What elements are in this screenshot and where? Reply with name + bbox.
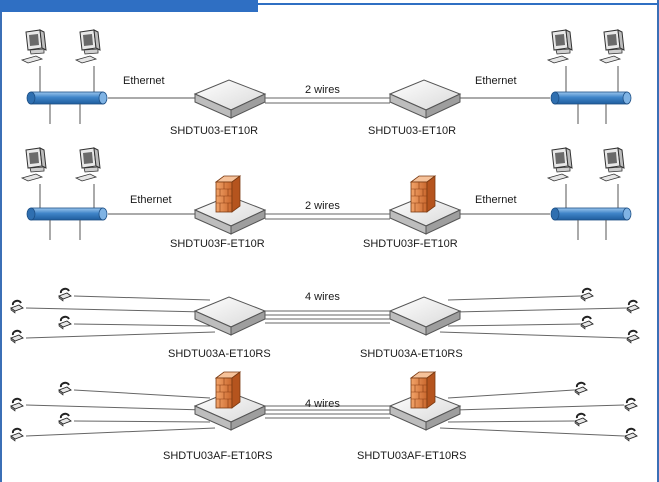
right-device-label: SHDTU03A-ET10RS (360, 348, 463, 360)
computer-icon (599, 147, 625, 182)
left-link-label: Ethernet (130, 194, 172, 206)
middle-link-label: 2 wires (305, 200, 340, 212)
modem-device-icon (194, 79, 266, 119)
title-rule (258, 3, 659, 5)
phone-icon (626, 329, 640, 344)
middle-link-label: 4 wires (305, 398, 340, 410)
modem-device-icon (389, 296, 461, 336)
computer-icon (21, 147, 47, 182)
phone-icon (58, 315, 72, 330)
phone-icon (580, 287, 594, 302)
ethernet-bus-icon (550, 91, 632, 105)
ethernet-bus-icon (550, 207, 632, 221)
left-link-label: Ethernet (123, 75, 165, 87)
computer-icon (547, 147, 573, 182)
computer-icon (599, 29, 625, 64)
modem-device-icon (389, 79, 461, 119)
phone-icon (10, 427, 24, 442)
left-device-label: SHDTU03F-ET10R (170, 238, 265, 250)
ethernet-bus-icon (26, 91, 108, 105)
modem-device-icon (194, 296, 266, 336)
phone-icon (10, 299, 24, 314)
left-device-label: SHDTU03A-ET10RS (168, 348, 271, 360)
right-link-label: Ethernet (475, 75, 517, 87)
computer-icon (75, 147, 101, 182)
middle-link-label: 4 wires (305, 291, 340, 303)
computer-icon (75, 29, 101, 64)
right-device-label: SHDTU03AF-ET10RS (357, 450, 466, 462)
phone-icon (58, 412, 72, 427)
phone-icon (574, 381, 588, 396)
phone-icon (10, 397, 24, 412)
firewall-icon (215, 371, 241, 409)
firewall-icon (410, 371, 436, 409)
left-device-label: SHDTU03AF-ET10RS (163, 450, 272, 462)
row-1: Ethernet 2 wires Ethernet SHDTU03-ET10R … (21, 29, 632, 137)
phone-icon (58, 287, 72, 302)
computer-icon (21, 29, 47, 64)
phone-icon (580, 315, 594, 330)
phone-icon (624, 397, 638, 412)
ethernet-bus-icon (26, 207, 108, 221)
right-device-label: SHDTU03F-ET10R (363, 238, 458, 250)
phone-icon (574, 412, 588, 427)
title-tab (0, 0, 258, 12)
phone-icon (10, 329, 24, 344)
row-3: 4 wires SHDTU03A-ET10RS SHDTU03A-ET10RS (10, 287, 640, 360)
phone-icon (626, 299, 640, 314)
firewall-icon (410, 175, 436, 213)
middle-link-label: 2 wires (305, 84, 340, 96)
right-device-label: SHDTU03-ET10R (368, 125, 456, 137)
firewall-icon (215, 175, 241, 213)
computer-icon (547, 29, 573, 64)
row-2: Ethernet 2 wires Ethernet SHDTU03F-ET10R… (21, 147, 632, 250)
row-4: 4 wires SHDTU03AF-ET10RS SHDTU03AF-ET10R… (10, 371, 638, 462)
phone-icon (58, 381, 72, 396)
right-link-label: Ethernet (475, 194, 517, 206)
left-device-label: SHDTU03-ET10R (170, 125, 258, 137)
phone-icon (624, 427, 638, 442)
